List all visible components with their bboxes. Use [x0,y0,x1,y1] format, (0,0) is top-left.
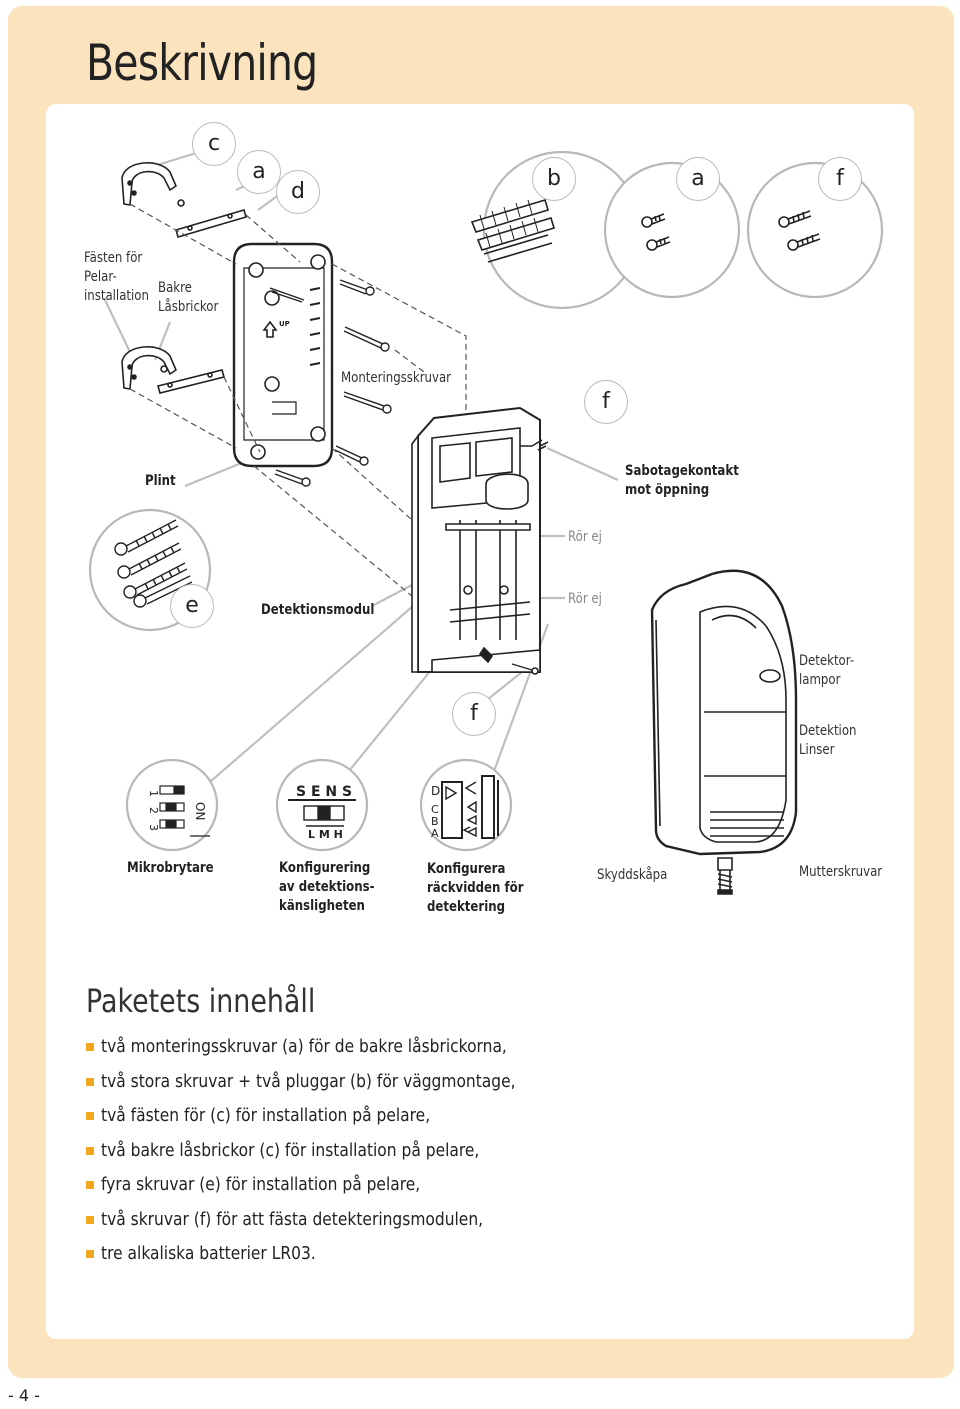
list-item: två skruvar (f) för att fästa detekterin… [86,1203,583,1238]
label-skyddskapa: Skyddskåpa [597,867,668,883]
callout-b: b [532,157,576,201]
contents-list: två monteringsskruvar (a) för de bakre l… [86,1030,583,1272]
callout-c: c [192,122,236,166]
bullet-icon [86,1215,94,1224]
screw-f-icon [778,210,821,251]
label-konfig-rackvidd: Konfigurera räckvidden för detektering [427,861,524,915]
leader-sabotage [546,446,619,482]
wall-plug-icon [470,199,555,263]
bullet-icon [86,1146,94,1155]
list-item: två fästen för (c) för installation på p… [86,1099,583,1134]
base-plate-icon [232,242,334,468]
dip-on-label: ON [193,802,207,820]
list-item: två stora skruvar + två pluggar (b) för … [86,1065,583,1100]
sens-bottom-label: L M H [308,828,343,841]
range-a-label: A [431,827,439,840]
page-title: Beskrivning [86,34,318,92]
label-detektorlampor: Detektor- lampor [799,653,855,688]
leader-fasten [103,297,131,353]
detection-module-icon [411,406,549,675]
leader-f3 [486,671,523,701]
contents-title: Paketets innehåll [86,982,316,1020]
label-bakre-lasbrickor: Bakre Låsbrickor [158,280,219,315]
bullet-icon [86,1077,94,1086]
nut-screw-icon [717,857,733,895]
mounting-screw-icon [269,279,392,487]
range-b-label: B [431,815,439,828]
label-konfig-kanslighet: Konfigurering av detektions- känslighete… [279,860,375,914]
dip-switch-icon [159,785,210,837]
label-fasten-pelar: Fästen för Pelar- installation [84,250,149,304]
label-plint: Plint [145,473,176,489]
range-c-label: C [431,803,439,816]
dip-3-label: 3 [147,824,160,831]
bullet-icon [86,1112,94,1121]
callout-f-3: f [452,692,496,736]
leader-mikrobrytare [195,599,421,795]
list-item: två monteringsskruvar (a) för de bakre l… [86,1030,583,1065]
callout-circle-f [746,161,884,299]
protective-cover-icon [650,569,798,856]
range-switch-icon [441,775,499,839]
page-number: - 4 - [8,1386,40,1405]
label-mutterskruvar: Mutterskruvar [799,864,883,880]
leader-detektionsmodul [371,584,413,607]
callout-d: d [276,170,320,214]
dip-2-label: 2 [147,807,160,814]
sens-switch-icon [288,799,356,827]
callout-e: e [170,584,214,628]
label-detektion-linser: Detektion Linser [799,723,857,758]
list-item: två bakre låsbrickor (c) för installatio… [86,1134,583,1169]
label-ror-ej-1: Rör ej [568,529,602,545]
label-ror-ej-2: Rör ej [568,591,602,607]
callout-a-2: a [676,157,720,201]
callout-a: a [237,150,281,194]
bullet-icon [86,1181,94,1190]
leader-plint [184,460,245,488]
label-mikrobrytare: Mikrobrytare [127,860,214,876]
lock-washer-icon [157,199,247,394]
callout-f: f [818,157,862,201]
bullet-icon [86,1043,94,1052]
sens-top-label: S E N S [296,784,352,800]
callout-circle-sens [275,758,369,852]
label-detektionsmodul: Detektionsmodul [261,602,375,618]
bullet-icon [86,1250,94,1259]
long-screw-e-icon [114,519,193,608]
list-item: fyra skruvar (e) för installation på pel… [86,1168,583,1203]
range-d-label: D [431,784,440,798]
dip-1-label: 1 [147,790,160,797]
up-mark: UP [279,320,290,328]
callout-f-2: f [584,380,628,424]
label-monteringsskruvar: Monteringsskruvar [341,370,452,386]
screw-a-icon [641,213,671,251]
label-sabotagekontakt: Sabotagekontakt mot öppning [625,463,739,498]
list-item: tre alkaliska batterier LR03. [86,1237,583,1272]
